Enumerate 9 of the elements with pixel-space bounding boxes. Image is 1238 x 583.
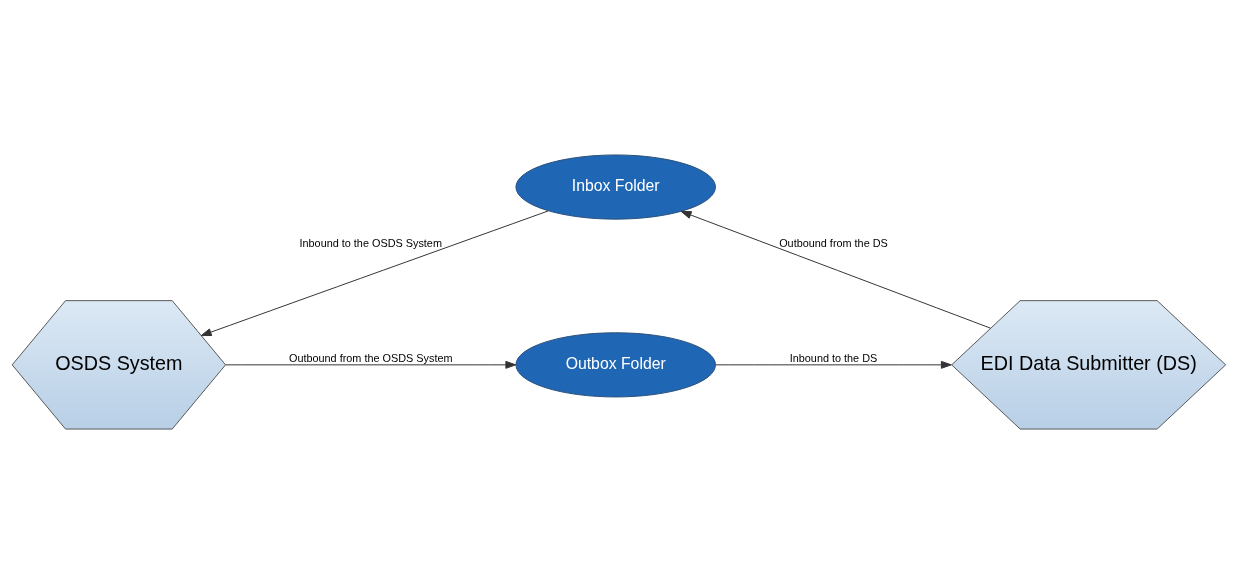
edge-label: Outbound from the DS — [779, 236, 888, 249]
arrow — [715, 360, 952, 369]
edge-label: Inbound to the DS — [789, 351, 878, 364]
node-ellipse: Outbox Folder — [515, 331, 716, 397]
arrow — [200, 209, 549, 336]
arrow — [225, 360, 517, 369]
edge-label: Inbound to the OSDS System — [299, 236, 442, 249]
edge-label: Outbound from the OSDS System — [288, 351, 453, 364]
arrow — [680, 210, 991, 329]
